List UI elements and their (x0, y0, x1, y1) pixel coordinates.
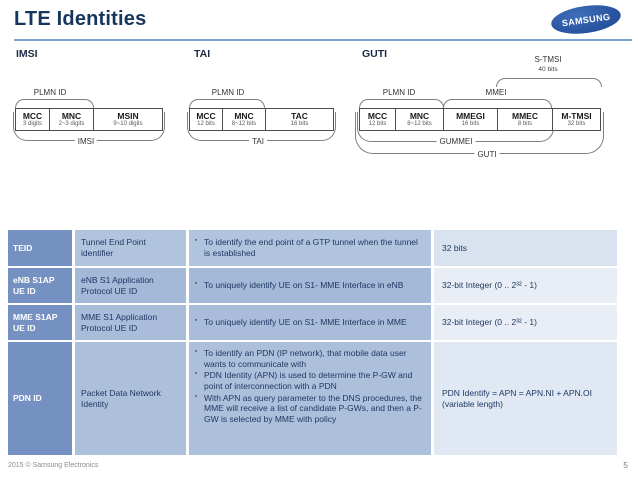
box-size: 12 bits (197, 120, 215, 127)
purpose-bullet: To identify the end point of a GTP tunne… (195, 237, 425, 258)
table-cell-purpose: To identify the end point of a GTP tunne… (189, 230, 431, 266)
guti-box-mmec: MMEC 8 bits (497, 108, 553, 131)
table-cell-purpose: To identify an PDN (IP network), that mo… (189, 342, 431, 455)
guti-stmsi-label: S-TMSI (534, 55, 562, 64)
table-cell-id: PDN ID (8, 342, 72, 455)
copyright-text: 2015 © Samsung Electronics (8, 462, 99, 469)
table-cell-name: Tunnel End Point identifier (75, 230, 186, 266)
title-underline (14, 39, 632, 41)
purpose-bullet: To uniquely identify UE on S1- MME Inter… (195, 317, 425, 328)
table-cell-value: 32-bit Integer (0 .. 2³² - 1) (434, 305, 617, 340)
imsi-box-msin: MSIN 9~10 digits (93, 108, 163, 131)
page-title: LTE Identities (14, 8, 147, 30)
tai-box-mcc: MCC 12 bits (189, 108, 223, 131)
box-size: 9~10 digits (113, 120, 143, 127)
box-size: 12 bits (368, 120, 387, 127)
tai-bottom-label: TAI (249, 137, 267, 146)
box-name: MCC (367, 110, 388, 121)
imsi-box-mcc: MCC 3 digits (15, 108, 50, 131)
box-size: 16 bits (290, 120, 309, 127)
table-cell-value: 32 bits (434, 230, 617, 266)
guti-gummei-label: GUMMEI (436, 137, 476, 146)
box-size: 8~12 bits (407, 120, 432, 127)
box-name: MSIN (117, 110, 139, 121)
guti-box-mmegi: MMEGI 16 bits (443, 108, 498, 131)
box-name: M-TMSI (561, 110, 592, 121)
box-size: 8 bits (517, 120, 533, 127)
tai-box-mnc: MNC 8~12 bits (222, 108, 266, 131)
box-size: 3 digits (22, 120, 42, 127)
purpose-bullet: PDN Identity (APN) is used to determine … (195, 370, 425, 391)
purpose-bullet: To identify an PDN (IP network), that mo… (195, 348, 425, 369)
purpose-bullet: With APN as query parameter to the DNS p… (195, 393, 425, 425)
guti-mmei-label: MMEI (485, 88, 507, 97)
box-name: MNC (61, 110, 82, 121)
table-cell-purpose: To uniquely identify UE on S1- MME Inter… (189, 268, 431, 303)
guti-plmn-id-label: PLMN ID (382, 88, 416, 97)
samsung-logo-text: SAMSUNG (561, 11, 611, 28)
imsi-bottom-label: IMSI (74, 137, 98, 146)
guti-bottom-label: GUTI (474, 150, 500, 159)
table-cell-value: PDN Identify = APN = APN.NI + APN.OI (va… (434, 342, 617, 455)
table-cell-value: 32-bit Integer (0 .. 2³² - 1) (434, 268, 617, 303)
guti-box-mnc: MNC 8~12 bits (395, 108, 444, 131)
table-cell-id: TEID (8, 230, 72, 266)
guti-box-mtmsi: M-TMSI 32 bits (552, 108, 601, 131)
imsi-box-mnc: MNC 2~3 digits (49, 108, 94, 131)
box-size: 2~3 digits (58, 120, 85, 127)
box-size: 8~12 bits (231, 120, 257, 127)
table-cell-name: Packet Data Network Identity (75, 342, 186, 455)
table-cell-id: eNB S1AP UE ID (8, 268, 72, 303)
table-cell-purpose: To uniquely identify UE on S1- MME Inter… (189, 305, 431, 340)
box-name: TAC (291, 110, 308, 121)
box-name: MNC (409, 110, 430, 121)
identities-table: TEID Tunnel End Point identifier To iden… (8, 230, 617, 455)
box-name: MMEC (512, 110, 538, 121)
section-title-guti: GUTI (362, 48, 388, 60)
guti-stmsi-brace (496, 78, 602, 87)
imsi-plmn-id-label: PLMN ID (33, 88, 67, 97)
guti-stmsi-bits-label: 40 bits (538, 66, 558, 73)
page-number: 5 (623, 460, 628, 470)
tai-box-tac: TAC 16 bits (265, 108, 334, 131)
table-cell-name: MME S1 Application Protocol UE ID (75, 305, 186, 340)
table-cell-name: eNB S1 Application Protocol UE ID (75, 268, 186, 303)
box-name: MMEGI (456, 110, 485, 121)
box-size: 16 bits (461, 120, 480, 127)
section-title-tai: TAI (194, 48, 211, 60)
tai-plmn-id-label: PLMN ID (211, 88, 245, 97)
purpose-bullet: To uniquely identify UE on S1- MME Inter… (195, 280, 425, 291)
section-title-imsi: IMSI (16, 48, 38, 60)
table-cell-id: MME S1AP UE ID (8, 305, 72, 340)
box-size: 32 bits (567, 120, 586, 127)
guti-box-mcc: MCC 12 bits (359, 108, 396, 131)
box-name: MCC (196, 110, 216, 121)
box-name: MNC (234, 110, 254, 121)
box-name: MCC (22, 110, 43, 121)
samsung-logo: SAMSUNG (549, 1, 623, 38)
